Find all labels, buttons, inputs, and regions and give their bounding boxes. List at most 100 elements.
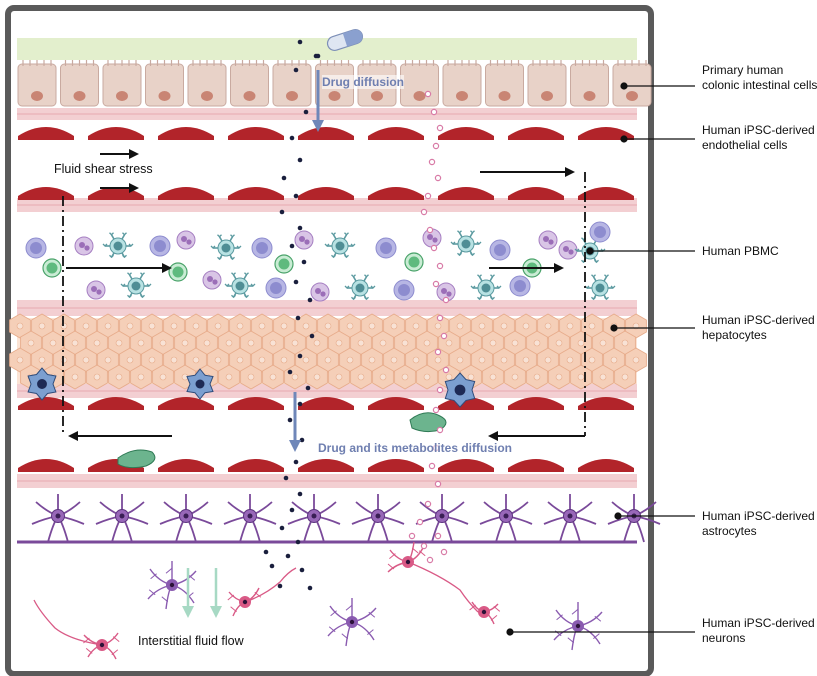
hepatocyte-nucleus [357, 373, 365, 381]
hepatocyte-nucleus [269, 373, 277, 381]
hepatocyte-nucleus [324, 322, 332, 330]
metabolite-particle [426, 556, 434, 564]
hepatocyte-nucleus [302, 322, 310, 330]
epithelial-nucleus [413, 91, 426, 101]
metabolite-particle [430, 108, 438, 116]
endothelial-cell [298, 459, 354, 472]
metabolite-particle [436, 314, 444, 322]
neuron-branch [411, 547, 419, 554]
endothelial-cell [18, 127, 74, 140]
drug-particle [297, 401, 303, 407]
tcell-receptor-tip [109, 232, 114, 236]
endothelial-cell [438, 187, 494, 200]
hepatocyte-nucleus [357, 339, 365, 347]
astrocyte-nucleus [247, 513, 253, 519]
neuron-nucleus [169, 582, 175, 588]
drug-particle [297, 225, 303, 231]
tcell-receptor-tip [470, 285, 476, 289]
hepatocyte-nucleus [214, 356, 222, 364]
tcell-receptor-tip [109, 254, 114, 259]
metabolite-particle [428, 158, 436, 166]
metabolite-particle [436, 426, 444, 434]
tcell-receptor-tip [477, 274, 482, 278]
metabolite-particle [428, 462, 436, 470]
hepatocyte-nucleus [434, 356, 442, 364]
drug-particles [263, 39, 321, 591]
neuron-branch [111, 649, 119, 656]
tcell-receptor-tip [350, 243, 356, 247]
label-pbmc: Human PBMC [702, 244, 779, 258]
drug-particle [297, 353, 303, 359]
hepatocyte-nucleus [511, 339, 519, 347]
metabolite-particle [426, 226, 434, 234]
granule [315, 288, 321, 294]
hepatocyte-nucleus [467, 373, 475, 381]
endothelial-cell-layers [18, 127, 634, 472]
macrophage-nucleus [37, 379, 47, 389]
tcell-receptor-tip [122, 254, 127, 259]
metabolite-particle [416, 518, 424, 526]
neuron-cells [33, 541, 603, 660]
hepatocyte-nucleus [247, 339, 255, 347]
neuron-branch [493, 606, 501, 612]
tcell-nucleus [131, 281, 141, 291]
tcell-receptor-tip [470, 230, 475, 234]
hepatocyte-nucleus [27, 339, 35, 347]
drug-particle [307, 297, 313, 303]
epithelial-nucleus [116, 91, 128, 101]
tcell-receptor-tip [591, 274, 596, 278]
granule [441, 288, 447, 294]
neuron-axon [407, 561, 479, 613]
metabolite-particle [420, 542, 428, 550]
hepatocyte-nucleus [313, 373, 321, 381]
hepatocyte-nucleus [335, 373, 343, 381]
tcell-receptor-tip [120, 283, 126, 287]
tcell-receptor-tip [457, 230, 462, 234]
metabolite-particle [442, 366, 450, 374]
hepatocyte-nucleus [555, 339, 563, 347]
tcell-receptor-tip [331, 254, 336, 259]
hepatocyte-nucleus [16, 322, 24, 330]
neuron-branch [593, 633, 600, 639]
neuron-branch [345, 604, 353, 611]
monocyte-nucleus [278, 258, 290, 270]
endothelial-cell [18, 187, 74, 200]
endothelial-cell [508, 127, 564, 140]
metabolite-particle [424, 500, 432, 508]
drug-particle [315, 53, 321, 59]
endothelial-cell [228, 397, 284, 410]
microglia [117, 449, 156, 469]
epithelial-nucleus [371, 91, 383, 101]
hepatocyte-nucleus [434, 322, 442, 330]
drug-particle [303, 109, 309, 115]
hepatocyte-layer [9, 313, 647, 390]
tcell-receptor-tip [127, 294, 132, 299]
hepatocyte-nucleus [500, 322, 508, 330]
hepatocyte-nucleus [159, 339, 167, 347]
endothelial-cell [438, 127, 494, 140]
tcell-receptor-tip [604, 274, 609, 278]
neuron-axon [33, 599, 103, 646]
tcell-receptor-tip [490, 296, 495, 301]
astrocyte-nucleus [375, 513, 381, 519]
granule [186, 239, 192, 245]
hepatocyte-nucleus [203, 339, 211, 347]
tcell-receptor-tip [490, 274, 495, 278]
neuron-branch [469, 604, 476, 611]
drug-particle [297, 491, 303, 497]
epithelial-cell-layer [17, 60, 652, 107]
granule [427, 234, 433, 240]
neuron-branch [328, 626, 336, 633]
endothelial-cell [158, 127, 214, 140]
tcell-receptor-tip [244, 294, 249, 299]
hepatocyte-nucleus [522, 356, 530, 364]
drug-particle [289, 507, 295, 513]
hepatocyte-nucleus [159, 373, 167, 381]
drug-particle [307, 585, 313, 591]
hepatocyte-nucleus [566, 356, 574, 364]
lymphocyte-nucleus [154, 240, 166, 252]
drug-particle [299, 567, 305, 573]
drug-particle [293, 459, 299, 465]
endothelial-cell [88, 127, 144, 140]
